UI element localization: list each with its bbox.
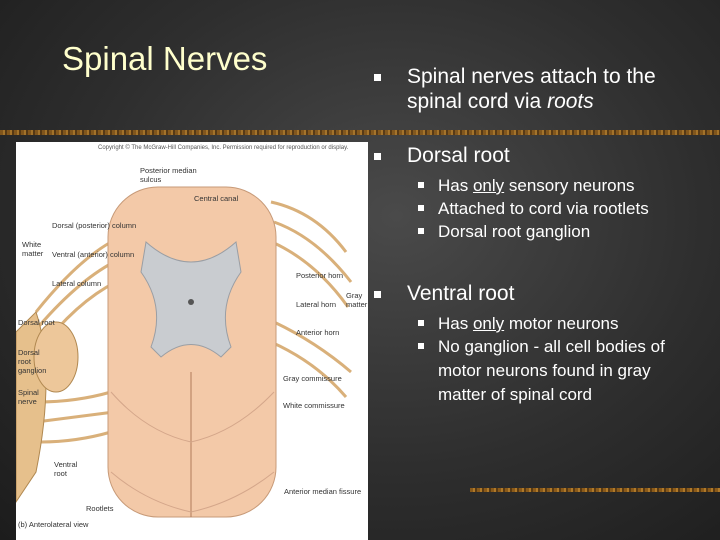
bullet-emphasis: roots bbox=[547, 90, 594, 113]
dorsal-root-ganglion bbox=[33, 321, 79, 393]
label-gray-matter: Gray matter bbox=[346, 291, 368, 309]
spinal-cord-illustration bbox=[16, 186, 353, 518]
label-anterolateral-view: (b) Anterolateral view bbox=[18, 520, 89, 529]
square-bullet-icon bbox=[418, 320, 424, 326]
square-bullet-icon bbox=[374, 74, 381, 81]
label-central-canal: Central canal bbox=[194, 194, 239, 203]
underlined-text: only bbox=[472, 314, 505, 333]
central-canal bbox=[188, 299, 194, 305]
rootlets-right bbox=[270, 200, 353, 398]
bullet-list: Spinal nerves attach to the spinal cord … bbox=[372, 64, 712, 407]
square-bullet-icon bbox=[418, 343, 424, 349]
bullet-dorsal-root: Dorsal root bbox=[372, 143, 712, 168]
bullet-spinal-nerves-attach: Spinal nerves attach to the spinal cord … bbox=[372, 64, 712, 114]
square-bullet-icon bbox=[418, 205, 424, 211]
spinal-cord-figure: Copyright © The McGraw-Hill Companies, I… bbox=[16, 142, 368, 540]
label-lateral-horn: Lateral horn bbox=[296, 300, 337, 309]
label-ventral-root: Ventral root bbox=[54, 460, 78, 478]
label-white-matter: White matter bbox=[22, 240, 44, 258]
subbullet-text: Attached to cord via rootlets bbox=[438, 199, 649, 218]
bullet-text: Ventral root bbox=[407, 282, 515, 305]
subbullet-ventral-motor: Has only motor neurons bbox=[372, 312, 712, 335]
subbullet-text: motor neurons bbox=[504, 314, 619, 333]
spinal-cord-white-matter bbox=[107, 186, 277, 518]
label-ventral-column: Ventral (anterior) column bbox=[52, 250, 135, 259]
label-dorsal-root: Dorsal root bbox=[18, 318, 55, 327]
subbullet-dorsal-rootlets: Attached to cord via rootlets bbox=[372, 197, 712, 220]
figure-copyright: Copyright © The McGraw-Hill Companies, I… bbox=[98, 145, 349, 151]
cord-segment-lines bbox=[110, 391, 275, 513]
subbullet-text: No ganglion - all cell bodies of motor n… bbox=[438, 337, 665, 404]
label-white-commissure: White commissure bbox=[283, 401, 345, 410]
subbullet-text: Dorsal root ganglion bbox=[438, 222, 591, 241]
square-bullet-icon bbox=[374, 291, 381, 298]
subbullet-dorsal-sensory: Has only sensory neurons bbox=[372, 174, 712, 197]
square-bullet-icon bbox=[418, 228, 424, 234]
bullet-text: Spinal nerves attach to the spinal cord … bbox=[407, 65, 656, 113]
subbullet-text: Has bbox=[438, 176, 473, 195]
underlined-text: only bbox=[472, 176, 505, 195]
label-dorsal-column: Dorsal (posterior) column bbox=[52, 221, 137, 230]
label-posterior-horn: Posterior horn bbox=[296, 271, 344, 280]
label-anterior-median-fissure: Anterior median fissure bbox=[284, 487, 362, 496]
bullet-text: Dorsal root bbox=[407, 144, 510, 167]
label-rootlets: Rootlets bbox=[86, 504, 114, 513]
subbullet-ventral-no-ganglion: No ganglion - all cell bodies of motor n… bbox=[372, 335, 696, 407]
label-dorsal-root-ganglion: Dorsal root ganglion bbox=[18, 348, 47, 375]
bullet-ventral-root: Ventral root bbox=[372, 281, 712, 306]
label-lateral-column: Lateral column bbox=[52, 279, 102, 288]
subbullet-dorsal-ganglion: Dorsal root ganglion bbox=[372, 220, 712, 243]
label-spinal-nerve: Spinal nerve bbox=[18, 388, 39, 406]
square-bullet-icon bbox=[374, 153, 381, 160]
decorative-divider-top bbox=[0, 130, 720, 135]
subbullet-text: sensory neurons bbox=[504, 176, 635, 195]
subbullet-text: Has bbox=[438, 314, 473, 333]
label-gray-commissure: Gray commissure bbox=[283, 374, 342, 383]
square-bullet-icon bbox=[418, 182, 424, 188]
label-posterior-median-sulcus: Posterior median sulcus bbox=[140, 166, 197, 184]
label-anterior-horn: Anterior horn bbox=[296, 328, 340, 337]
slide-title: Spinal Nerves bbox=[62, 40, 268, 77]
decorative-divider-bottom bbox=[470, 488, 720, 492]
